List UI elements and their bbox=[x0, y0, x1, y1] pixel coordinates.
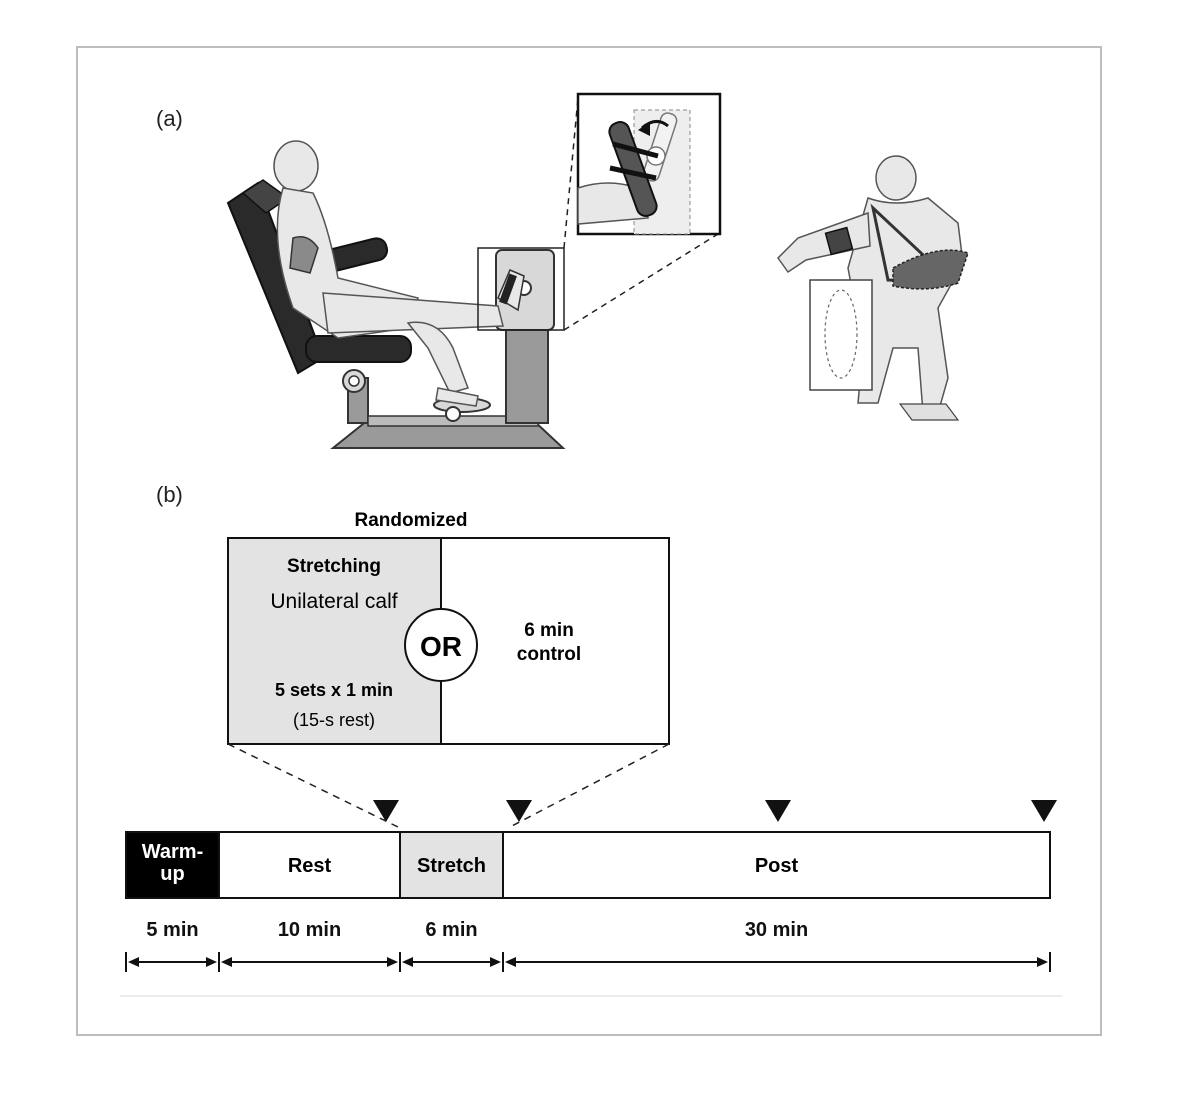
timeline-segment bbox=[125, 831, 220, 899]
timeline-segment bbox=[502, 831, 1051, 899]
duration-label: 30 min bbox=[745, 919, 808, 941]
measurement-marker bbox=[1031, 800, 1057, 822]
figure-frame: (a) (b) bbox=[76, 46, 1102, 1036]
panel-b-label: (b) bbox=[156, 482, 183, 507]
control-box bbox=[440, 537, 670, 745]
control-line2: control bbox=[517, 644, 581, 665]
stretching-rest: (15-s rest) bbox=[293, 710, 375, 730]
stretching-subtitle: Unilateral calf bbox=[270, 590, 397, 613]
standing-person bbox=[777, 155, 969, 421]
stretching-title: Stretching bbox=[287, 556, 381, 577]
timeline-segment-label: Rest bbox=[288, 855, 332, 877]
arrowhead bbox=[128, 957, 139, 967]
randomized-title: Randomized bbox=[355, 510, 468, 531]
arrowhead bbox=[221, 957, 232, 967]
timeline-segment bbox=[218, 831, 401, 899]
arrowhead bbox=[505, 957, 516, 967]
or-circle bbox=[404, 608, 478, 682]
arrowhead bbox=[490, 957, 501, 967]
timeline-segment bbox=[399, 831, 504, 899]
arrowhead bbox=[206, 957, 217, 967]
panel-a-illustration bbox=[226, 92, 969, 449]
connector-left bbox=[227, 743, 401, 829]
measurement-marker bbox=[765, 800, 791, 822]
measurement-marker bbox=[506, 800, 532, 822]
or-label: OR bbox=[420, 631, 462, 662]
seated-person bbox=[273, 140, 525, 407]
connector-right bbox=[507, 743, 670, 829]
timeline-segment-label: Stretch bbox=[417, 855, 486, 877]
ankle-inset bbox=[576, 92, 722, 236]
duration-label: 5 min bbox=[146, 919, 198, 941]
arrowhead bbox=[1037, 957, 1048, 967]
timeline-segment-label: up bbox=[160, 863, 184, 885]
panel-a-label: (a) bbox=[156, 106, 183, 131]
control-line1: 6 min bbox=[524, 620, 574, 641]
timeline-segment-label: Post bbox=[755, 855, 799, 877]
arrowhead bbox=[387, 957, 398, 967]
arrowhead bbox=[402, 957, 413, 967]
zoom-source-box bbox=[477, 247, 565, 331]
duration-label: 6 min bbox=[425, 919, 477, 941]
timeline-segment-label: Warm- bbox=[142, 841, 203, 863]
panel-b-diagram: Randomized Stretching Unilateral calf 5 … bbox=[120, 510, 1062, 997]
seat bbox=[226, 179, 412, 375]
timeline-bar: Warm-up Rest Stretch Post bbox=[125, 831, 1051, 899]
duration-label: 10 min bbox=[278, 919, 341, 941]
measurement-marker bbox=[373, 800, 399, 822]
duration-arrows: 5 min 10 min 6 min 30 min bbox=[125, 919, 1051, 972]
stretching-sets: 5 sets x 1 min bbox=[275, 680, 393, 700]
